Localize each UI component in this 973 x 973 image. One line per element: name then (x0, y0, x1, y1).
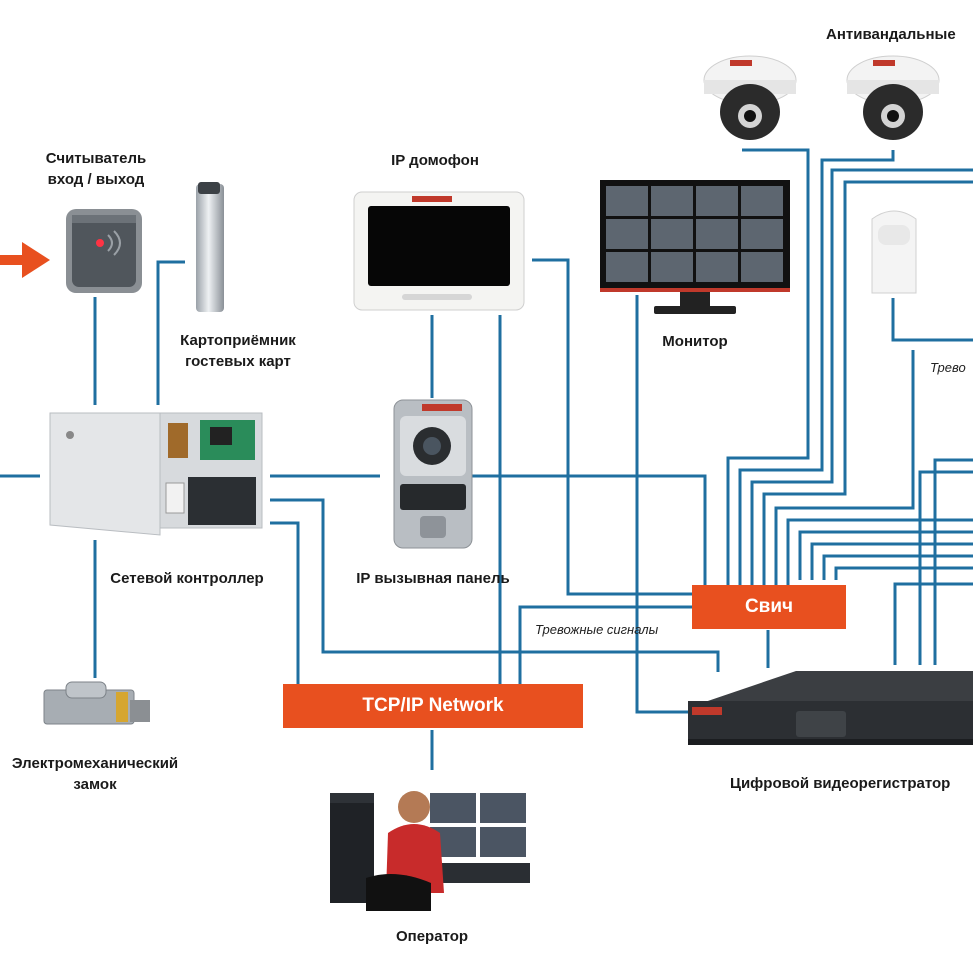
dvr-icon (688, 671, 973, 745)
card-receiver-icon (196, 182, 224, 312)
dome-camera-icon (703, 55, 797, 140)
cameras-label: Антивандальные (826, 26, 956, 43)
ip-intercom-icon (353, 191, 525, 311)
call-panel-icon (393, 399, 473, 549)
monitor-label: Монитор (662, 333, 728, 350)
lock-label: Электромеханический замок (11, 755, 179, 793)
operator-label: Оператор (395, 928, 469, 945)
ip-intercom-label: IP домофон (391, 152, 479, 169)
motion-sensor-icon (871, 210, 917, 294)
alarm-signals-right-label: Трево (930, 360, 966, 375)
tcpip-network-label: TCP/IP Network (362, 695, 504, 716)
controller-box-icon (49, 412, 263, 536)
tcpip-network-block: TCP/IP Network (283, 684, 583, 728)
card-reader-icon (66, 209, 142, 293)
controller-label: Сетевой контроллер (110, 570, 264, 587)
card-receiver-label: Картоприёмник гостевых карт (180, 332, 296, 370)
electromechanical-lock-icon (43, 681, 150, 725)
arrow-right-icon (0, 242, 50, 278)
switch-block: Свич (692, 585, 846, 629)
dvr-label: Цифровой видеорегистратор (730, 775, 951, 792)
monitor-icon (600, 180, 790, 314)
reader-label: Считыватель вход / выход (45, 150, 147, 188)
operator-workstation-icon (330, 791, 530, 911)
switch-label: Свич (744, 596, 794, 617)
alarm-signals-label: Тревожные сигналы (535, 622, 659, 637)
call-panel-label: IP вызывная панель (356, 570, 510, 587)
dome-camera-icon (846, 55, 940, 140)
